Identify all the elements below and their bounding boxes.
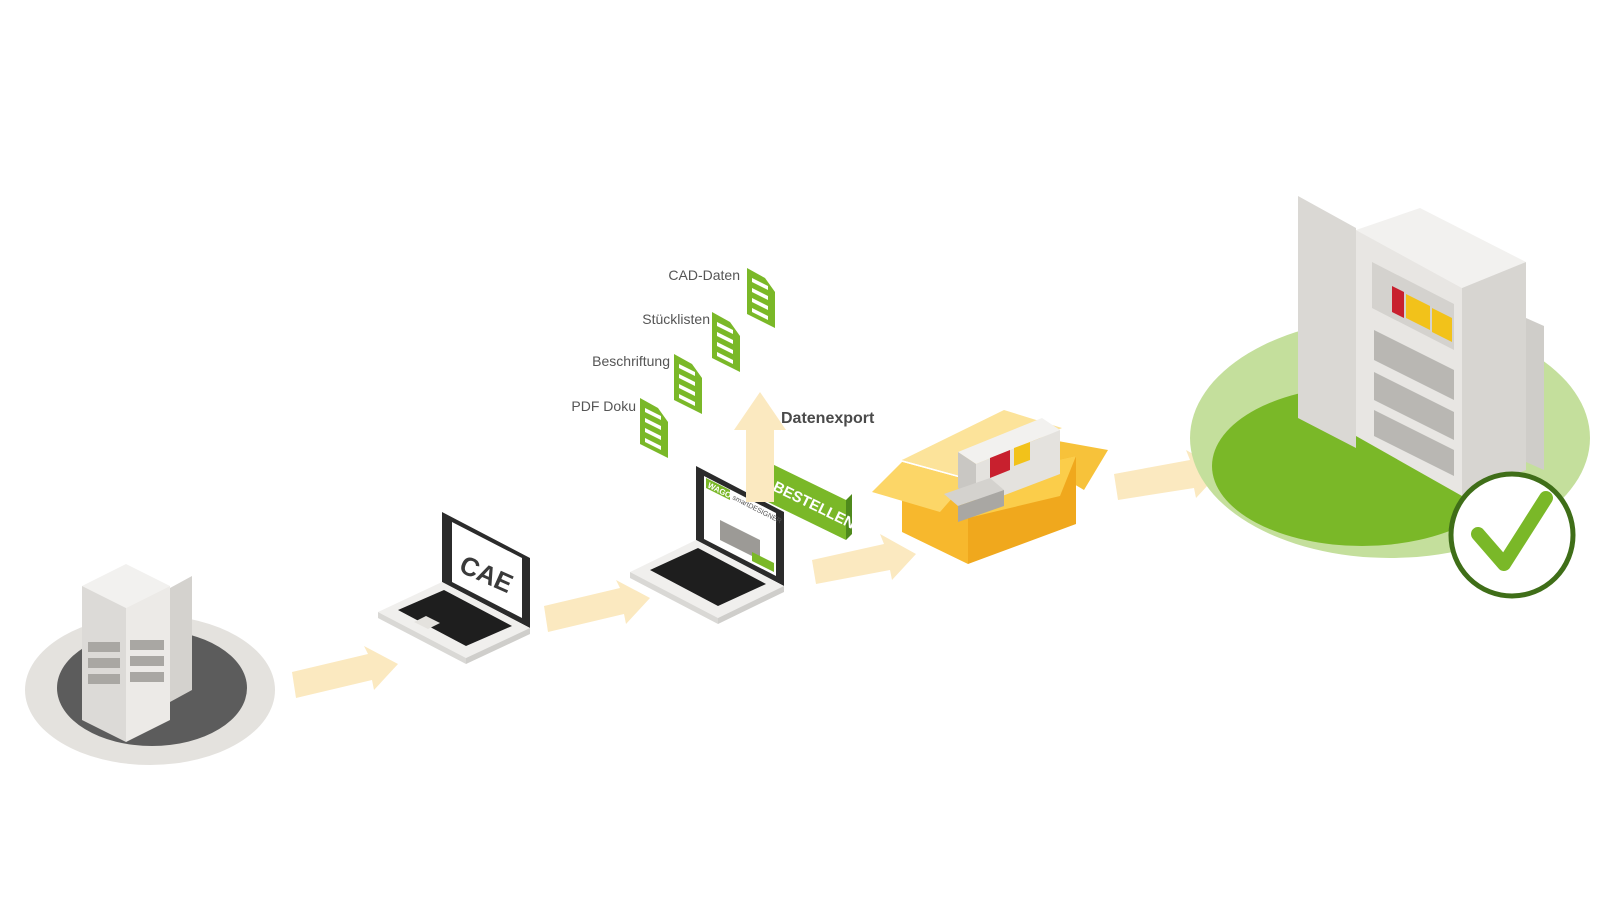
parts-list-label: Stücklisten xyxy=(642,311,710,327)
document-icon xyxy=(674,354,702,414)
arrow-icon xyxy=(812,534,916,584)
box-icon xyxy=(872,410,1108,564)
labeling-label: Beschriftung xyxy=(592,353,670,369)
document-icon xyxy=(712,312,740,372)
document-icon xyxy=(640,398,668,458)
arrow-icon xyxy=(292,646,398,698)
cad-data-label: CAD-Daten xyxy=(668,267,740,283)
arrow-icon xyxy=(544,580,650,632)
document-icon xyxy=(747,268,775,328)
laptop-cae-icon: CAE xyxy=(378,512,530,664)
cabinet-large-icon xyxy=(1298,196,1544,496)
data-export-label: Datenexport xyxy=(781,410,875,427)
cabinet-small-icon xyxy=(82,564,192,742)
export-arrow-icon xyxy=(734,392,786,502)
checkmark-icon xyxy=(1448,471,1576,599)
pdf-docs-label: PDF Doku xyxy=(571,398,636,414)
